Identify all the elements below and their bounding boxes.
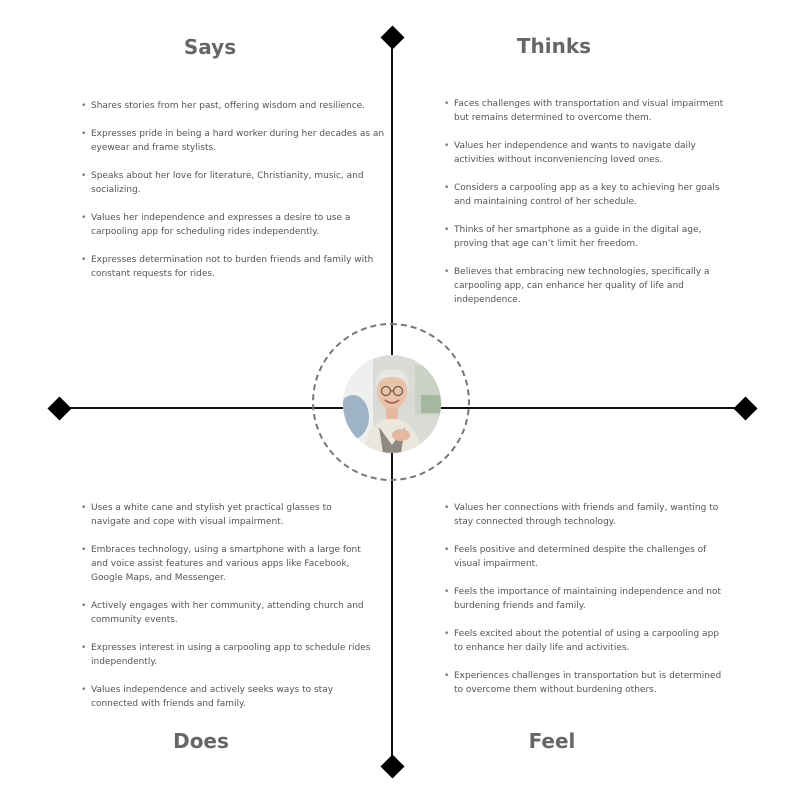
thinks-item: Values her independence and wants to nav… — [444, 139, 729, 167]
does-item: Actively engages with her community, att… — [81, 599, 371, 627]
top-diamond-marker — [380, 25, 405, 50]
thinks-item: Believes that embracing new technologies… — [444, 265, 729, 307]
does-list: Uses a white cane and stylish yet practi… — [81, 501, 371, 725]
says-item: Expresses determination not to burden fr… — [81, 253, 386, 281]
thinks-list: Faces challenges with transportation and… — [444, 97, 729, 321]
does-item: Embraces technology, using a smartphone … — [81, 543, 371, 585]
says-quadrant-title: Says — [183, 35, 237, 59]
feel-item: Values her connections with friends and … — [444, 501, 729, 529]
says-list: Shares stories from her past, offering w… — [81, 99, 386, 295]
says-item: Expresses pride in being a hard worker d… — [81, 127, 386, 155]
left-diamond-marker — [47, 396, 72, 421]
says-item: Values her independence and expresses a … — [81, 211, 386, 239]
does-item: Expresses interest in using a carpooling… — [81, 641, 371, 669]
feel-quadrant-title: Feel — [528, 729, 576, 753]
feel-item: Experiences challenges in transportation… — [444, 669, 729, 697]
persona-dashed-ring — [312, 323, 470, 481]
thinks-item: Faces challenges with transportation and… — [444, 97, 729, 125]
does-quadrant-title: Does — [173, 729, 229, 753]
does-item: Values independence and actively seeks w… — [81, 683, 371, 711]
thinks-item: Considers a carpooling app as a key to a… — [444, 181, 729, 209]
does-item: Uses a white cane and stylish yet practi… — [81, 501, 371, 529]
elderly-woman-photo-icon — [343, 355, 441, 453]
says-item: Speaks about her love for literature, Ch… — [81, 169, 386, 197]
feel-item: Feels the importance of maintaining inde… — [444, 585, 729, 613]
feel-item: Feels positive and determined despite th… — [444, 543, 729, 571]
feel-list: Values her connections with friends and … — [444, 501, 729, 711]
feel-item: Feels excited about the potential of usi… — [444, 627, 729, 655]
persona-avatar — [343, 355, 441, 453]
thinks-quadrant-title: Thinks — [516, 34, 592, 58]
right-diamond-marker — [733, 396, 758, 421]
bottom-diamond-marker — [380, 754, 405, 779]
says-item: Shares stories from her past, offering w… — [81, 99, 386, 113]
thinks-item: Thinks of her smartphone as a guide in t… — [444, 223, 729, 251]
